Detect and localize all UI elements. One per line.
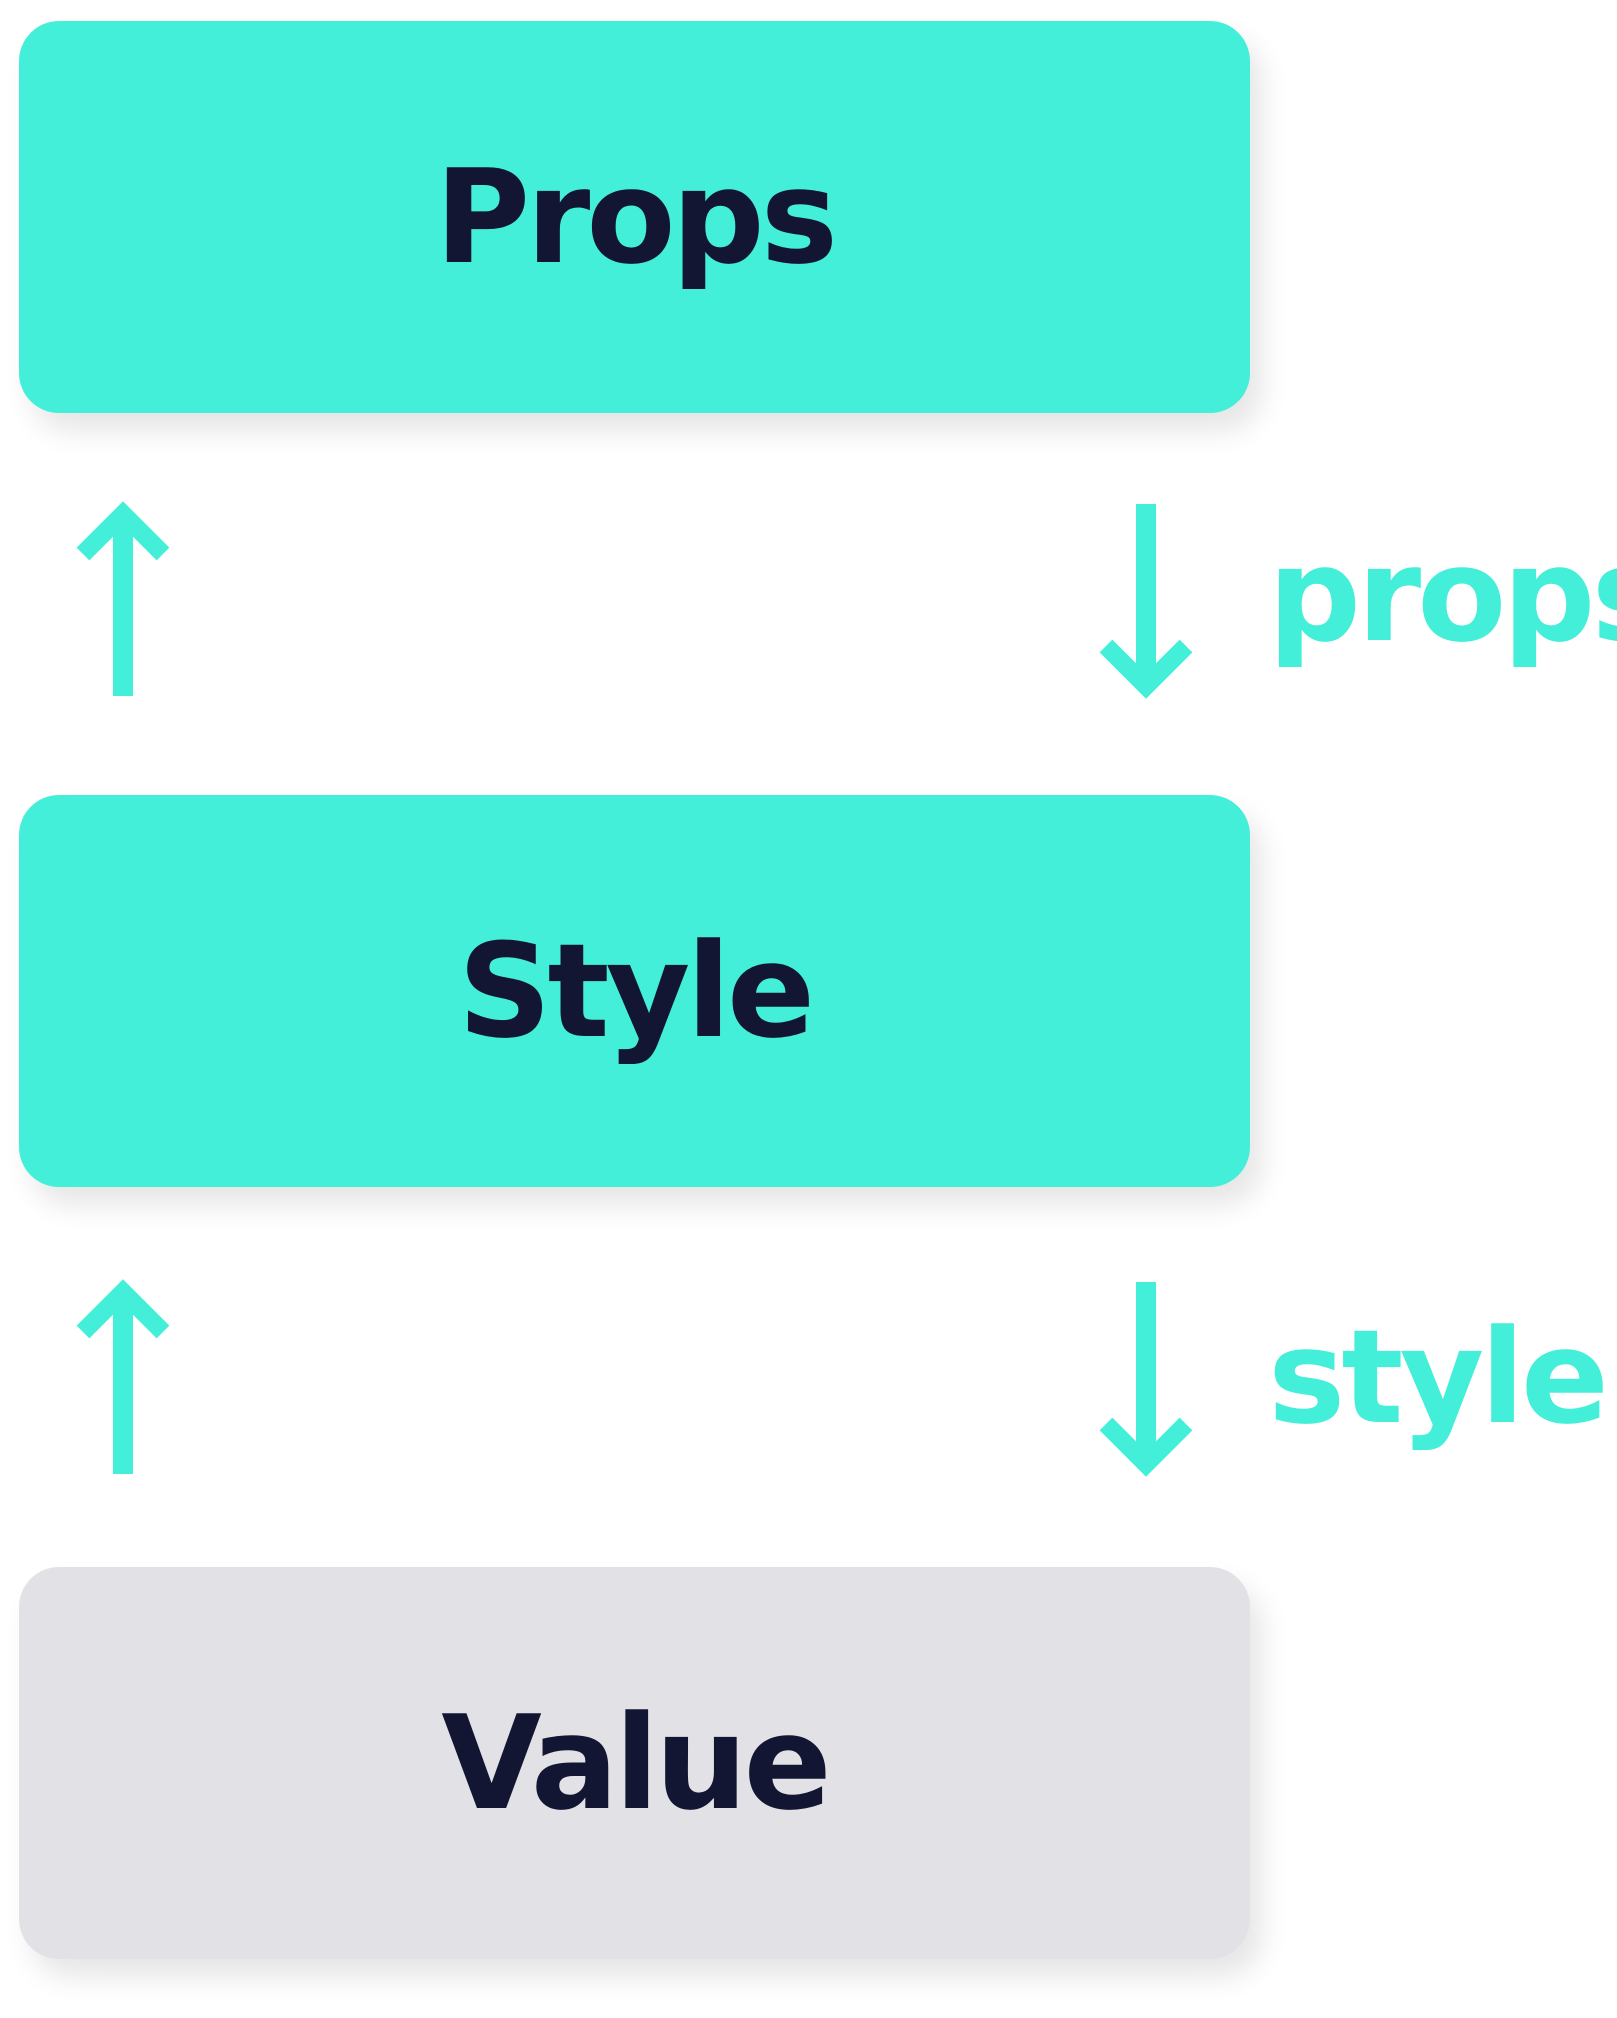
arrow-up-icon (76, 1279, 170, 1474)
style-box-label: Style (457, 915, 815, 1067)
arrow-down-icon (1099, 504, 1193, 699)
props-box: Props (19, 21, 1250, 413)
style-box: Style (19, 795, 1250, 1187)
value-box-label: Value (441, 1687, 832, 1839)
edge-label-style: style (1268, 1301, 1609, 1453)
props-box-label: Props (434, 141, 838, 293)
arrow-down-icon (1099, 1282, 1193, 1477)
edge-label-props: props (1268, 519, 1617, 671)
arrow-up-icon (76, 501, 170, 696)
value-box: Value (19, 1567, 1250, 1959)
